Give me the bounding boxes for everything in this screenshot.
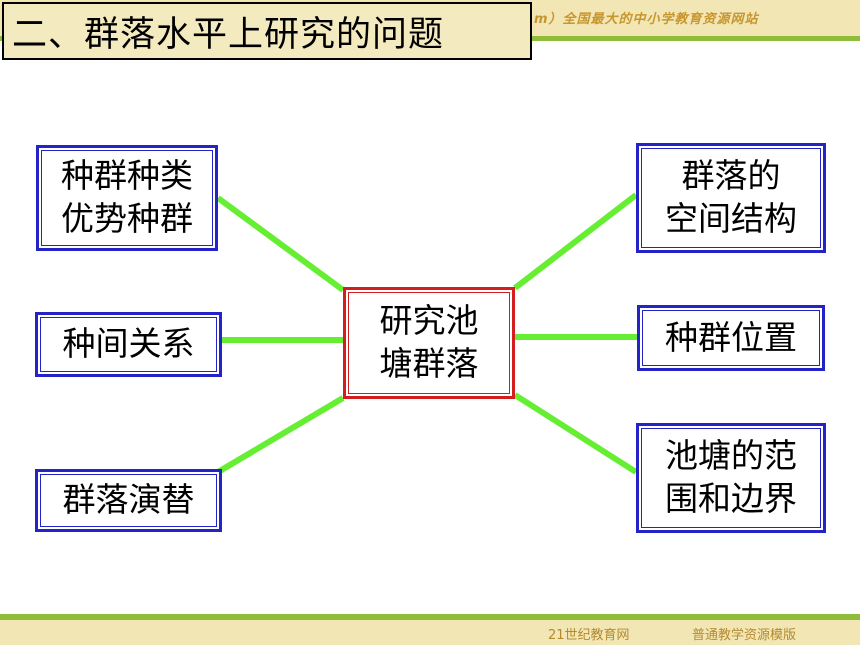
bottom-divider <box>0 614 860 620</box>
connector-left-bottom <box>216 395 345 475</box>
node-spatial-structure-line1: 群落的 <box>681 156 781 196</box>
node-species-composition: 种群种类 优势种群 <box>36 145 218 251</box>
bottom-banner <box>0 620 860 645</box>
node-interspecific-relations-label: 种间关系 <box>62 324 195 364</box>
footer-site-name: 21世纪教育网 <box>548 628 630 643</box>
node-population-position-label: 种群位置 <box>665 317 797 357</box>
node-interspecific-relations: 种间关系 <box>35 312 222 377</box>
node-community-succession: 群落演替 <box>35 469 222 532</box>
node-spatial-structure: 群落的 空间结构 <box>636 143 826 253</box>
node-pond-boundary: 池塘的范 围和边界 <box>636 423 826 533</box>
node-pond-boundary-line1: 池塘的范 <box>665 436 797 476</box>
node-pond-boundary-line2: 围和边界 <box>665 479 797 518</box>
center-node-line1: 研究池 <box>379 301 479 341</box>
node-community-succession-label: 群落演替 <box>62 480 195 520</box>
node-species-composition-line1: 种群种类 <box>61 156 193 196</box>
connector-right-top <box>513 192 638 291</box>
center-node-line2: 塘群落 <box>379 344 479 383</box>
footer-template-name: 普通教学资源模版 <box>692 628 797 643</box>
node-species-composition-line2: 优势种群 <box>61 199 193 238</box>
title-box: 二、群落水平上研究的问题 <box>2 2 532 60</box>
connector-left-top <box>216 195 345 293</box>
watermark-text: m）全国最大的中小学教育资源网站 <box>534 12 759 27</box>
center-node: 研究池 塘群落 <box>343 287 515 399</box>
node-spatial-structure-line2: 空间结构 <box>665 199 797 238</box>
page-title: 二、群落水平上研究的问题 <box>12 14 445 55</box>
node-population-position: 种群位置 <box>637 305 825 371</box>
connector-right-bottom <box>513 392 638 475</box>
